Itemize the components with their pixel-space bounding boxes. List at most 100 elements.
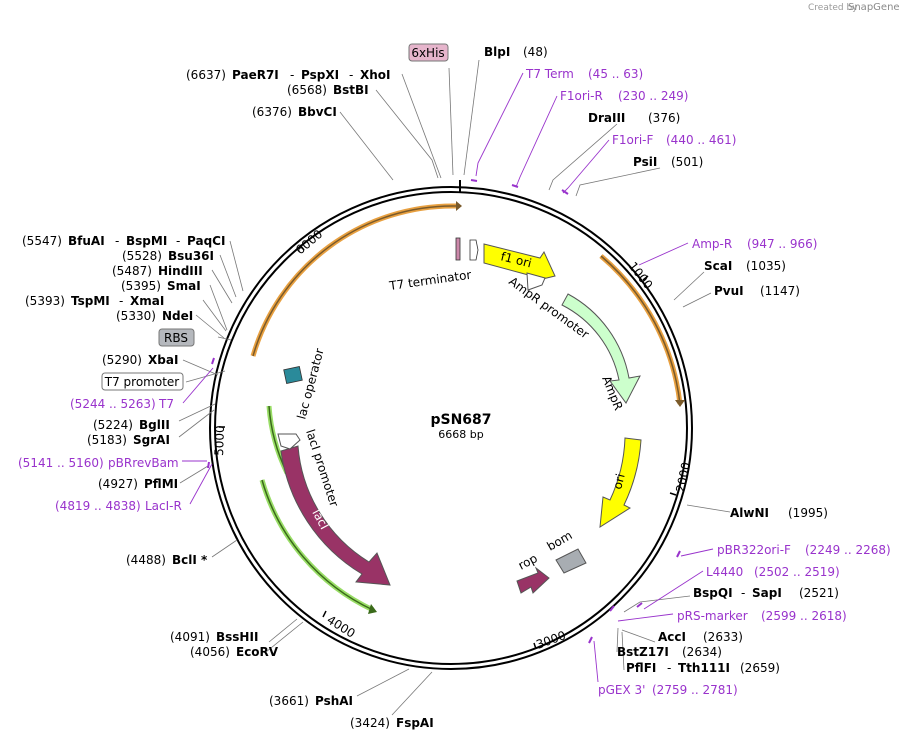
site-pflfi: PflFI: [626, 661, 656, 675]
site-ecorv-pos: (4056): [190, 645, 230, 659]
t7-terminator-feature: [455, 237, 461, 261]
site-draiii: DraIII: [588, 111, 625, 125]
site-ndei-pos: (5330): [116, 309, 156, 323]
site-sgrai: SgrAI: [133, 433, 170, 447]
site-paer7i: PaeR7I: [232, 68, 279, 82]
site-bglii: BglII: [139, 418, 170, 432]
rop-feature: [516, 566, 550, 594]
ori-feature: [599, 437, 642, 528]
site-tspmi-sep: -: [119, 294, 123, 308]
label-rbs: RBS: [164, 331, 188, 345]
primer-t7-range: (5244 .. 5263): [70, 397, 156, 411]
site-pspxi: PspXI: [301, 68, 339, 82]
orf-arc-4-head: [368, 604, 377, 614]
site-psii: PsiI: [633, 155, 657, 169]
site-tspmi-pos: (5393): [25, 294, 65, 308]
ampr-promoter-feature: [526, 272, 546, 291]
site-bfuai-pos: (5547): [22, 234, 62, 248]
label-6xhis: 6xHis: [411, 46, 444, 60]
site-hindiii: HindIII: [158, 264, 203, 278]
box-t7-promoter: [101, 372, 184, 391]
site-paer7i-pos: (6637): [186, 68, 226, 82]
site-acci: AccI: [658, 630, 686, 644]
site-pflfi-sep: -: [667, 661, 671, 675]
site-bsshii: BssHII: [216, 630, 258, 644]
primer-pbr322ori-f: pBR322ori-F: [717, 543, 791, 557]
site-scai-pos: (1035): [746, 259, 786, 273]
tick-2000: 2000: [673, 461, 693, 494]
site-bspqi-sep: -: [741, 586, 745, 600]
site-draiii-pos: (376): [648, 111, 680, 125]
site-bfuai-sep2: -: [176, 234, 180, 248]
site-alwni: AlwNI: [730, 506, 769, 520]
primer-markers: [207, 179, 681, 644]
site-blpi-pos: (48): [523, 45, 548, 59]
site-tth111i: Tth111I: [678, 661, 730, 675]
plasmid-size: 6668 bp: [438, 428, 483, 441]
site-fspai: FspAI: [396, 716, 434, 730]
site-xbai-pos: (5290): [102, 353, 142, 367]
site-alwni-pos: (1995): [788, 506, 828, 520]
primer-t7: T7: [158, 397, 174, 411]
tick-2000-mark: [669, 492, 677, 496]
site-bcli: BclI *: [172, 553, 208, 567]
orf-arc-2-line: [600, 255, 681, 405]
site-scai: ScaI: [704, 259, 732, 273]
tick-5000: 5000: [212, 425, 227, 456]
primer-f1ori-f-range: (440 .. 461): [666, 133, 736, 147]
site-bbvci: BbvCI: [298, 105, 337, 119]
site-bsu36i-pos: (5528): [122, 249, 162, 263]
leader-lines: [178, 59, 731, 716]
site-bbvci-pos: (6376): [252, 105, 292, 119]
primer-l4440-range: (2502 .. 2519): [754, 565, 840, 579]
site-bspqi: BspQI: [693, 586, 733, 600]
primer-laci-r: LacI-R: [145, 499, 182, 513]
site-paqci: PaqCI: [187, 234, 225, 248]
tick-3000-mark: [533, 642, 537, 650]
label-lac-operator: lac operator: [294, 347, 326, 421]
site-bspqi-pos: (2521): [799, 586, 839, 600]
site-bstbi-pos: (6568): [287, 83, 327, 97]
credit-brand: SnapGene: [848, 2, 900, 13]
site-xmai: XmaI: [130, 294, 164, 308]
orf-arc-1-line: [252, 205, 457, 357]
site-pvui-pos: (1147): [760, 284, 800, 298]
site-bstz17i-pos: (2634): [682, 645, 722, 659]
primer-pbr322ori-f-range: (2249 .. 2268): [805, 543, 891, 557]
site-acci-pos: (2633): [703, 630, 743, 644]
ampr-feature: [561, 293, 641, 404]
site-pflmi: PflMI: [144, 477, 178, 491]
site-bfuai: BfuAI: [68, 234, 105, 248]
credit-prefix: Created by: [808, 3, 858, 13]
site-paer7i-sep: -: [290, 68, 294, 82]
laci-promoter-feature: [277, 433, 301, 450]
site-sgrai-pos: (5183): [87, 433, 127, 447]
backbone-outer: [209, 186, 693, 670]
label-ori: ori: [610, 472, 627, 491]
primer-l4440: L4440: [706, 565, 743, 579]
label-bom: bom: [545, 528, 575, 553]
site-pflfi-pos: (2659): [740, 661, 780, 675]
site-bsu36i: Bsu36I: [168, 249, 214, 263]
primer-f1ori-f: F1ori-F: [612, 133, 653, 147]
site-bsshii-pos: (4091): [170, 630, 210, 644]
site-smai: SmaI: [167, 279, 201, 293]
orf-arc-4-line: [261, 479, 374, 611]
site-bstbi: BstBI: [333, 83, 369, 97]
site-psii-pos: (501): [671, 155, 703, 169]
site-bfuai-sep: -: [115, 234, 119, 248]
site-pshai-pos: (3661): [269, 694, 309, 708]
backbone-inner: [214, 191, 688, 665]
lac-operator-feature: [283, 366, 303, 384]
site-pshai: PshAI: [315, 694, 353, 708]
primer-pbrrevbam: pBRrevBam: [108, 456, 179, 470]
primer-pbrrevbam-range: (5141 .. 5160): [18, 456, 104, 470]
primer-amp-r: Amp-R: [692, 237, 732, 251]
site-sapi: SapI: [752, 586, 782, 600]
site-xbai: XbaI: [148, 353, 178, 367]
primer-prs-marker-range: (2599 .. 2618): [761, 609, 847, 623]
site-bspmi: BspMI: [126, 234, 167, 248]
plasmid-name: pSN687: [430, 412, 491, 428]
bom-feature: [555, 548, 587, 574]
